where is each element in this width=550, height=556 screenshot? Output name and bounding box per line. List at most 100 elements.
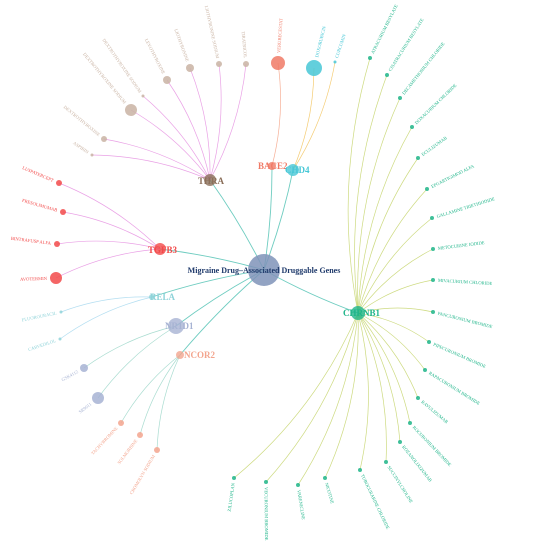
drug-node[interactable]	[232, 476, 236, 480]
drug-edge	[139, 354, 181, 436]
drug-label: SOLMORBINE	[116, 438, 138, 465]
drug-node[interactable]	[137, 432, 143, 438]
drug-node[interactable]	[431, 247, 435, 251]
drug-node[interactable]	[80, 364, 88, 372]
drug-node[interactable]	[186, 64, 194, 72]
drug-label: DECAMETHONIUM CHLORIDE	[401, 41, 446, 96]
drug-label: GSK4112	[61, 369, 80, 382]
drug-label: VERUBECESTAT	[276, 18, 283, 53]
drug-node[interactable]	[410, 125, 414, 129]
drug-node[interactable]	[430, 216, 434, 220]
drug-edge	[156, 354, 181, 451]
drug-node[interactable]	[56, 180, 62, 186]
drug-node[interactable]	[50, 272, 62, 284]
drug-node[interactable]	[423, 368, 427, 372]
drug-label: RAVULIZUMAB	[420, 399, 449, 424]
drug-node[interactable]	[427, 340, 431, 344]
drug-label: RAPACURONIUM BROMIDE	[428, 371, 481, 407]
gene-node-bace2[interactable]	[268, 162, 276, 170]
drug-edge	[357, 217, 433, 314]
drug-edge	[357, 248, 434, 314]
drug-edge	[209, 63, 222, 181]
gene-node-chd4[interactable]	[287, 164, 299, 176]
drug-label: MIVACURIUM CHLORIDE	[438, 278, 493, 286]
drug-edge	[357, 279, 434, 314]
drug-label: LUSPATERCEPT	[22, 165, 55, 183]
drug-edge	[357, 312, 401, 443]
drug-edge	[62, 211, 161, 250]
drug-node[interactable]	[385, 73, 389, 77]
drug-node[interactable]	[333, 60, 337, 64]
drug-label: ZILUCOPLAN	[227, 482, 236, 512]
drug-node[interactable]	[154, 447, 160, 453]
drug-edge	[357, 97, 401, 314]
drug-node[interactable]	[54, 241, 60, 247]
drug-node[interactable]	[408, 421, 412, 425]
drug-label: PANCURONIUM BROMIDE	[437, 311, 493, 329]
gene-label-bace2: BACE2	[258, 161, 288, 171]
gene-node-chrnb1[interactable]	[351, 306, 365, 320]
drug-edge	[357, 312, 430, 343]
drug-node[interactable]	[398, 440, 402, 444]
drug-node[interactable]	[416, 396, 420, 400]
gene-node-rela[interactable]	[149, 294, 155, 300]
drug-label: DOXACURIUM CHLORIDE	[414, 83, 458, 126]
drug-node[interactable]	[101, 136, 107, 142]
drug-label: LEVOTHYROXINE	[144, 38, 166, 75]
drug-label: TACHYBROMINE	[90, 426, 119, 456]
drug-edge	[357, 312, 419, 399]
drug-node[interactable]	[296, 483, 300, 487]
drug-node[interactable]	[90, 153, 94, 157]
drug-node[interactable]	[125, 104, 137, 116]
drug-edge	[103, 138, 211, 181]
drug-node[interactable]	[58, 337, 62, 341]
drug-node[interactable]	[243, 61, 249, 67]
gene-label-chd4: CHD4	[285, 165, 310, 175]
drug-node[interactable]	[368, 56, 372, 60]
drug-label: AVOTERMIN	[20, 276, 48, 282]
drug-edge	[271, 62, 281, 167]
drug-node[interactable]	[431, 278, 435, 282]
drug-node[interactable]	[431, 310, 435, 314]
drug-node[interactable]	[216, 61, 222, 67]
drug-node[interactable]	[264, 480, 268, 484]
drug-edge	[209, 63, 247, 181]
drug-label: NICOTINE	[324, 482, 335, 504]
drug-label: SR9011	[78, 401, 93, 414]
drug-label: FLUOROURACIL	[21, 310, 57, 322]
drug-node[interactable]	[306, 60, 322, 76]
drug-label: CURCUMIN	[334, 33, 347, 59]
drug-node[interactable]	[425, 187, 429, 191]
drug-label: GALLAMINE TRIETHIODIDE	[436, 196, 495, 219]
drug-label: CARVEDILOL	[27, 338, 56, 352]
drug-node[interactable]	[398, 96, 402, 100]
gene-node-nr1d1[interactable]	[168, 318, 184, 334]
drug-node[interactable]	[141, 94, 145, 98]
gene-label-ncor2: NCOR2	[184, 350, 215, 360]
gene-node-thra[interactable]	[204, 174, 216, 186]
drug-node[interactable]	[59, 310, 63, 314]
drug-node[interactable]	[358, 468, 362, 472]
center-hub-node[interactable]	[248, 254, 280, 286]
drug-edge	[265, 312, 359, 483]
drug-node[interactable]	[384, 460, 388, 464]
drug-edge	[357, 312, 387, 463]
gene-node-tgfb3[interactable]	[154, 243, 166, 255]
drug-label: VARENICLINE	[296, 490, 306, 521]
drug-node[interactable]	[323, 476, 327, 480]
drug-node[interactable]	[118, 420, 124, 426]
drug-label: TIRATRICOL	[241, 31, 248, 58]
drug-node[interactable]	[271, 56, 285, 70]
drug-label: ASPIRIN	[72, 140, 90, 154]
drug-node[interactable]	[163, 76, 171, 84]
drug-edge	[56, 240, 161, 250]
drug-node[interactable]	[416, 156, 420, 160]
gene-label-tgfb3: TGFB3	[148, 245, 178, 255]
gene-label-chrnb1: CHRNB1	[343, 308, 381, 318]
drug-node[interactable]	[60, 209, 66, 215]
gene-node-ncor2[interactable]	[176, 351, 184, 359]
drug-node[interactable]	[92, 392, 104, 404]
drug-edge	[357, 312, 411, 424]
drug-edge	[354, 74, 388, 314]
